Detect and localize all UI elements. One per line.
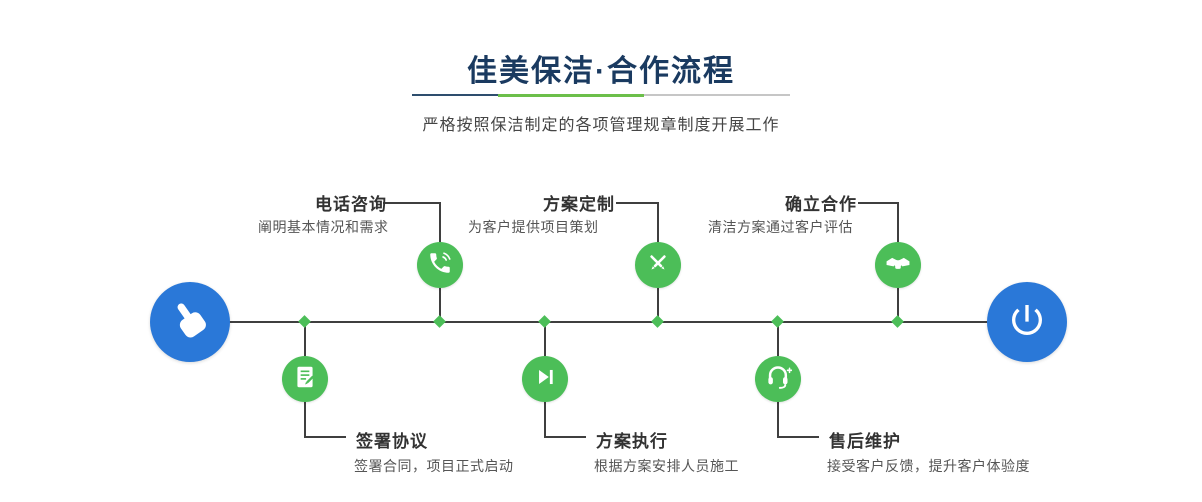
connector-top-3 xyxy=(897,288,899,322)
step-node-design xyxy=(635,242,681,288)
step-node-execute xyxy=(522,356,568,402)
start-node xyxy=(150,282,230,362)
page-title: 佳美保洁·合作流程 xyxy=(467,55,735,88)
step-node-cooperation xyxy=(875,242,921,288)
timeline-diamond-5 xyxy=(771,315,784,328)
step-label-design: 方案定制 xyxy=(543,195,615,214)
design-pen-icon xyxy=(645,250,671,281)
connector-top-2 xyxy=(657,288,659,322)
divider-green-segment xyxy=(498,93,644,97)
elbow-h-bottom-1 xyxy=(304,436,346,438)
play-forward-icon xyxy=(532,364,558,395)
power-icon xyxy=(1007,300,1047,345)
contract-icon xyxy=(292,364,318,395)
step-desc-phone: 阐明基本情况和需求 xyxy=(258,219,389,235)
headset-icon xyxy=(765,363,792,395)
elbow-v-top-3 xyxy=(897,202,899,242)
step-desc-design: 为客户提供项目策划 xyxy=(468,219,599,235)
step-label-execute: 方案执行 xyxy=(596,432,668,451)
timeline-diamond-2 xyxy=(433,315,446,328)
step-label-aftersale: 售后维护 xyxy=(829,432,901,451)
elbow-v-bottom-2 xyxy=(544,402,546,437)
step-label-phone: 电话咨询 xyxy=(315,195,387,214)
divider-gray-segment xyxy=(644,94,790,96)
connector-bottom-3 xyxy=(777,322,779,356)
step-desc-execute: 根据方案安排人员施工 xyxy=(594,458,739,474)
title-divider xyxy=(412,93,790,97)
page-subtitle: 严格按照保洁制定的各项管理规章制度开展工作 xyxy=(422,117,780,134)
elbow-v-top-1 xyxy=(439,202,441,242)
step-label-contract: 签署协议 xyxy=(356,432,428,451)
elbow-v-top-2 xyxy=(657,202,659,242)
step-desc-contract: 签署合同，项目正式启动 xyxy=(354,458,514,474)
timeline-diamond-1 xyxy=(298,315,311,328)
hand-pointer-icon xyxy=(169,299,211,346)
elbow-h-bottom-2 xyxy=(544,436,586,438)
phone-icon xyxy=(427,250,453,281)
elbow-h-top-1 xyxy=(383,202,440,204)
step-node-contract xyxy=(282,356,328,402)
step-label-cooperation: 确立合作 xyxy=(785,195,857,214)
connector-bottom-1 xyxy=(304,322,306,356)
timeline-diamond-3 xyxy=(538,315,551,328)
step-desc-cooperation: 清洁方案通过客户评估 xyxy=(708,219,853,235)
handshake-icon xyxy=(884,249,912,282)
elbow-h-top-2 xyxy=(616,202,658,204)
timeline-diamond-6 xyxy=(891,315,904,328)
step-node-phone xyxy=(417,242,463,288)
divider-navy-segment xyxy=(412,94,498,96)
elbow-h-bottom-3 xyxy=(777,436,819,438)
timeline-diamond-4 xyxy=(651,315,664,328)
connector-bottom-2 xyxy=(544,322,546,356)
step-node-aftersale xyxy=(755,356,801,402)
elbow-v-bottom-1 xyxy=(304,402,306,437)
step-desc-aftersale: 接受客户反馈，提升客户体验度 xyxy=(827,458,1030,474)
timeline-line xyxy=(190,321,1032,323)
elbow-h-top-3 xyxy=(858,202,898,204)
elbow-v-bottom-3 xyxy=(777,402,779,437)
connector-top-1 xyxy=(439,288,441,322)
end-node xyxy=(987,282,1067,362)
